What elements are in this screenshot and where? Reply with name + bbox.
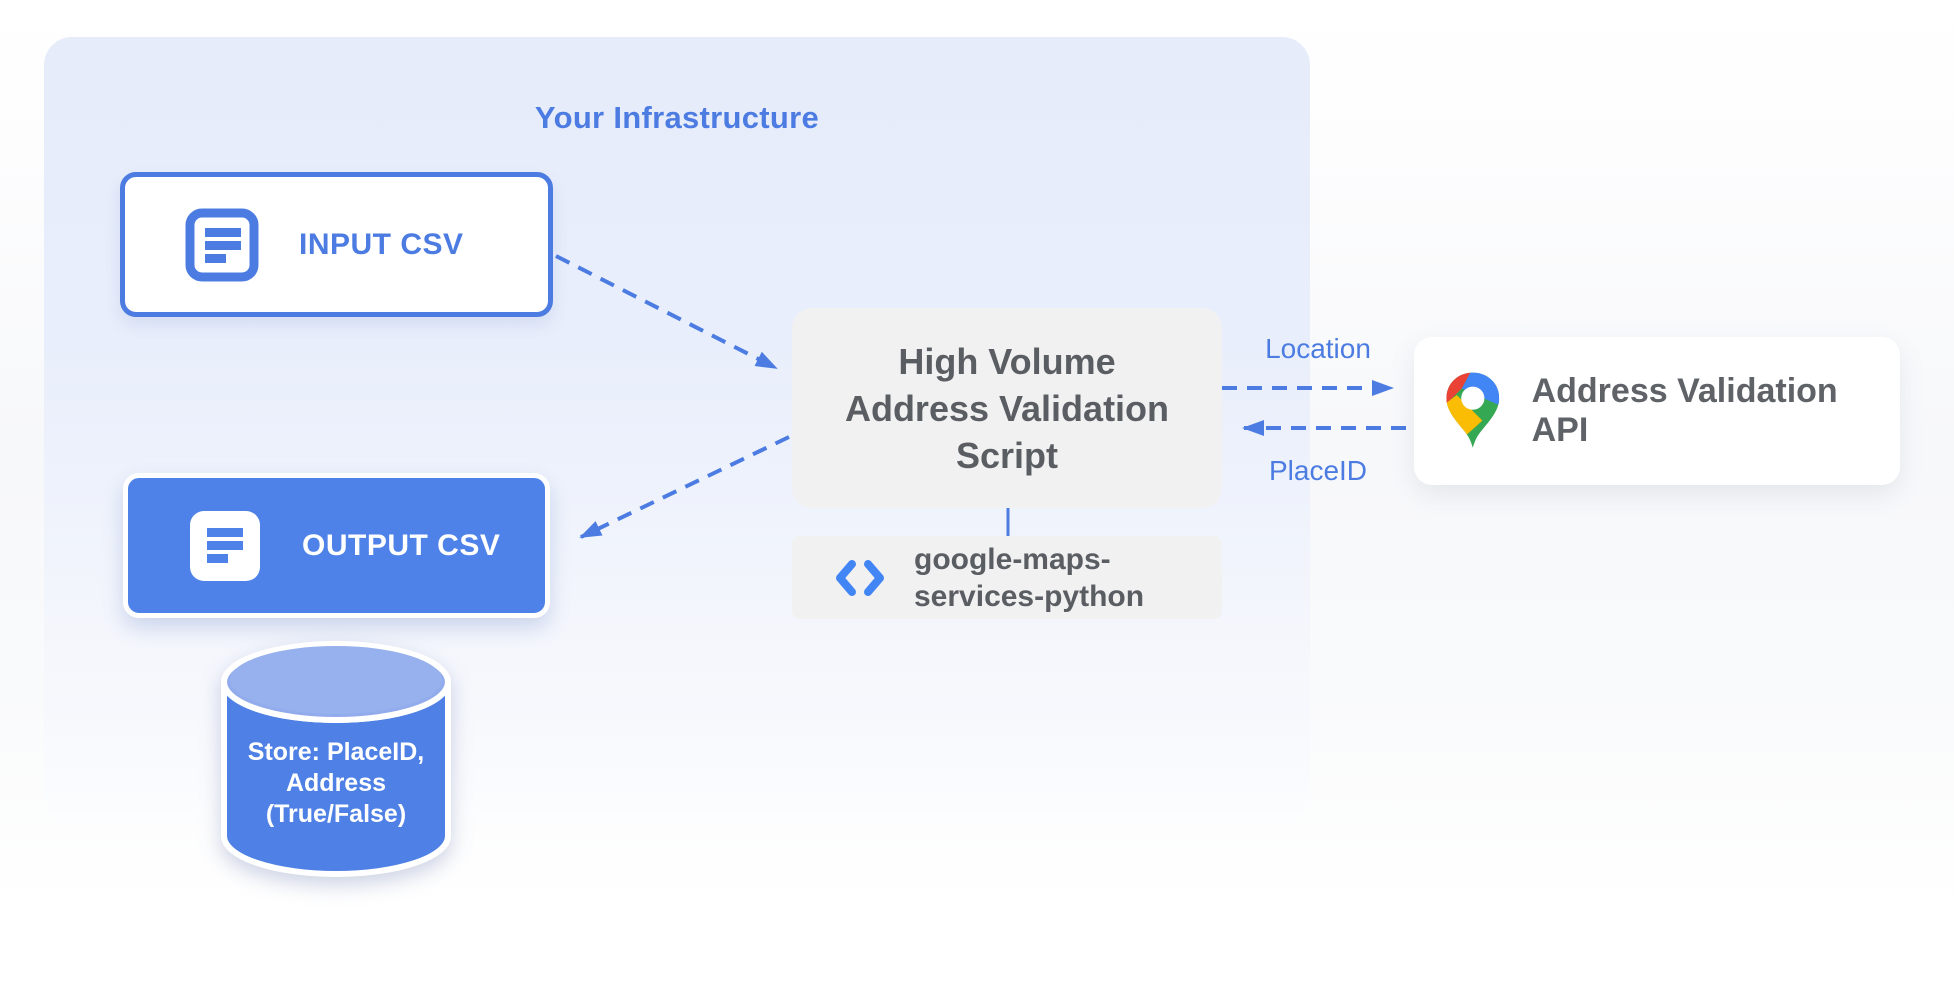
edge-label-placeid: PlaceID: [1268, 455, 1368, 486]
google-maps-pin-icon: [1446, 372, 1500, 448]
output-csv-label: OUTPUT CSV: [302, 528, 501, 562]
script-label-line2: Address Validation: [844, 387, 1170, 429]
script-label-line1: High Volume: [898, 340, 1116, 382]
library-node: google-maps- services-python: [792, 536, 1222, 619]
database-icon: [221, 641, 451, 877]
datastore-label-line3: (True/False): [265, 800, 407, 828]
datastore-label-line2: Address: [285, 769, 387, 797]
edge-label-location: Location: [1265, 333, 1371, 364]
code-icon: [836, 559, 884, 596]
script-node: High Volume Address Validation Script: [792, 308, 1222, 508]
library-label-line2: services-python: [914, 579, 1145, 613]
input-csv-label: INPUT CSV: [299, 227, 464, 261]
datastore-label-line1: Store: PlaceID,: [247, 738, 425, 766]
address-validation-api-node: Address Validation API: [1414, 337, 1900, 485]
library-label: google-maps- services-python: [914, 541, 1144, 615]
output-csv-node: OUTPUT CSV: [123, 473, 550, 618]
datastore-label: Store: PlaceID, Address (True/False): [218, 737, 454, 830]
input-csv-node: INPUT CSV: [120, 172, 553, 317]
library-label-line1: google-maps-: [914, 542, 1111, 576]
datastore-cylinder: Store: PlaceID, Address (True/False): [218, 638, 454, 880]
script-label-line3: Script: [955, 434, 1059, 476]
csv-document-icon: [190, 510, 260, 581]
address-validation-api-label: Address Validation API: [1531, 372, 1838, 449]
csv-document-icon: [185, 208, 259, 281]
infrastructure-title: Your Infrastructure: [534, 100, 820, 135]
